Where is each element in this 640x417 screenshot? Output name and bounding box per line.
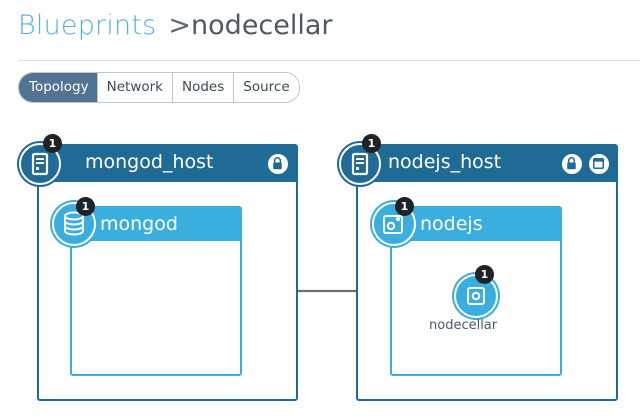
window-icon[interactable] (588, 153, 610, 175)
host-name: mongod_host (85, 151, 214, 173)
tab-source[interactable]: Source (233, 73, 299, 102)
instance-count-badge: 1 (395, 197, 414, 216)
instance-count-badge: 1 (43, 134, 62, 153)
server-icon (339, 143, 381, 185)
host-header (39, 146, 296, 182)
node-mongod[interactable]: mongod (70, 206, 242, 376)
node-header (72, 208, 240, 241)
breadcrumb-blueprints-link[interactable]: Blueprints (18, 10, 157, 41)
node-header (392, 208, 560, 241)
host-name: nodejs_host (388, 151, 502, 173)
breadcrumb-separator: > (168, 10, 192, 41)
node-name: nodejs (420, 213, 483, 235)
instance-count-badge: 1 (475, 265, 494, 284)
tab-topology[interactable]: Topology (19, 73, 97, 102)
view-tabs: Topology Network Nodes Source (18, 72, 300, 103)
tab-nodes[interactable]: Nodes (172, 73, 234, 102)
breadcrumb: Blueprints > nodecellar (18, 10, 333, 50)
header-divider (18, 60, 640, 61)
instance-count-badge: 1 (76, 197, 95, 216)
lock-icon[interactable] (561, 153, 583, 175)
instance-count-badge: 1 (362, 134, 381, 153)
page-title: nodecellar (191, 10, 333, 41)
node-name: mongod (100, 213, 178, 235)
lock-icon[interactable] (267, 153, 289, 175)
node-label-nodecellar: nodecellar (429, 318, 498, 333)
tab-network[interactable]: Network (96, 73, 172, 102)
